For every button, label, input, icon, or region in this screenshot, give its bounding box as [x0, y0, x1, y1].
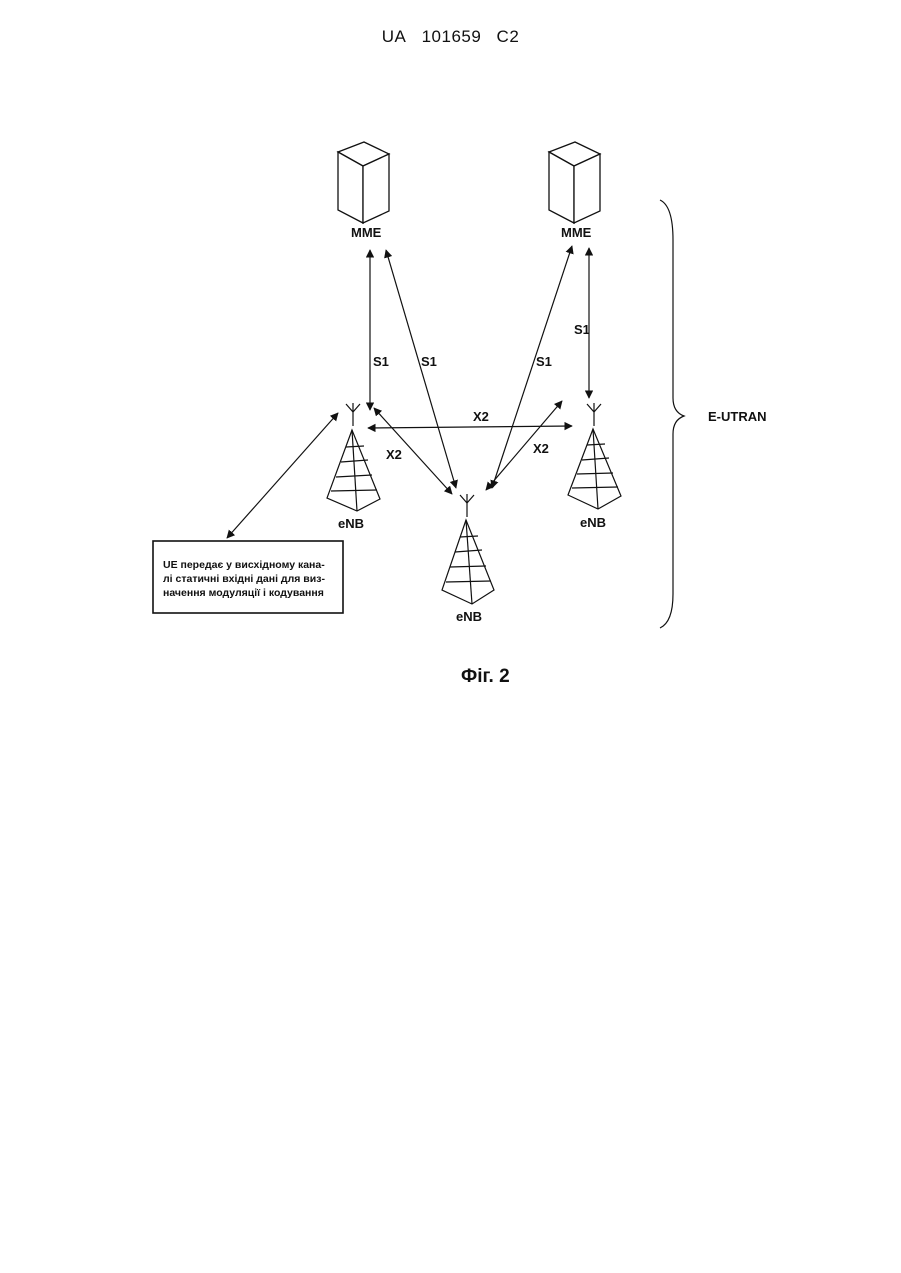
ue-note-box: UE передає у висхідному кана- лі статичн…	[153, 541, 343, 613]
e-utran-brace	[660, 200, 684, 628]
s1-label-left-vertical: S1	[373, 354, 389, 369]
mme-server-right-icon	[549, 142, 600, 223]
ue-note-line-2: лі статичні вхідні дані для виз-	[163, 573, 325, 585]
mme-server-left-icon	[338, 142, 389, 223]
s1-link-right-diagonal	[492, 246, 572, 488]
x2-label-left: X2	[386, 447, 402, 462]
e-utran-label: E-UTRAN	[708, 409, 767, 424]
x2-link-top	[368, 426, 572, 428]
enb-tower-right-icon	[568, 403, 621, 509]
s1-label-left-diagonal: S1	[421, 354, 437, 369]
enb-tower-center-icon	[442, 494, 494, 604]
ue-link	[227, 413, 338, 538]
s1-label-right-diagonal: S1	[536, 354, 552, 369]
figure-caption: Фіг. 2	[461, 666, 510, 687]
enb-right-label: eNB	[580, 515, 606, 530]
enb-left-label: eNB	[338, 516, 364, 531]
enb-center-label: eNB	[456, 609, 482, 624]
x2-link-right	[486, 401, 562, 490]
x2-label-top: X2	[473, 409, 489, 424]
s1-label-right-vertical: S1	[574, 322, 590, 337]
enb-tower-left-icon	[327, 403, 380, 511]
ue-note-line-1: UE передає у висхідному кана-	[163, 559, 325, 571]
mme-right-label: MME	[561, 225, 592, 240]
mme-left-label: MME	[351, 225, 382, 240]
x2-label-right: X2	[533, 441, 549, 456]
ue-note-line-3: начення модуляції і кодування	[163, 587, 324, 599]
